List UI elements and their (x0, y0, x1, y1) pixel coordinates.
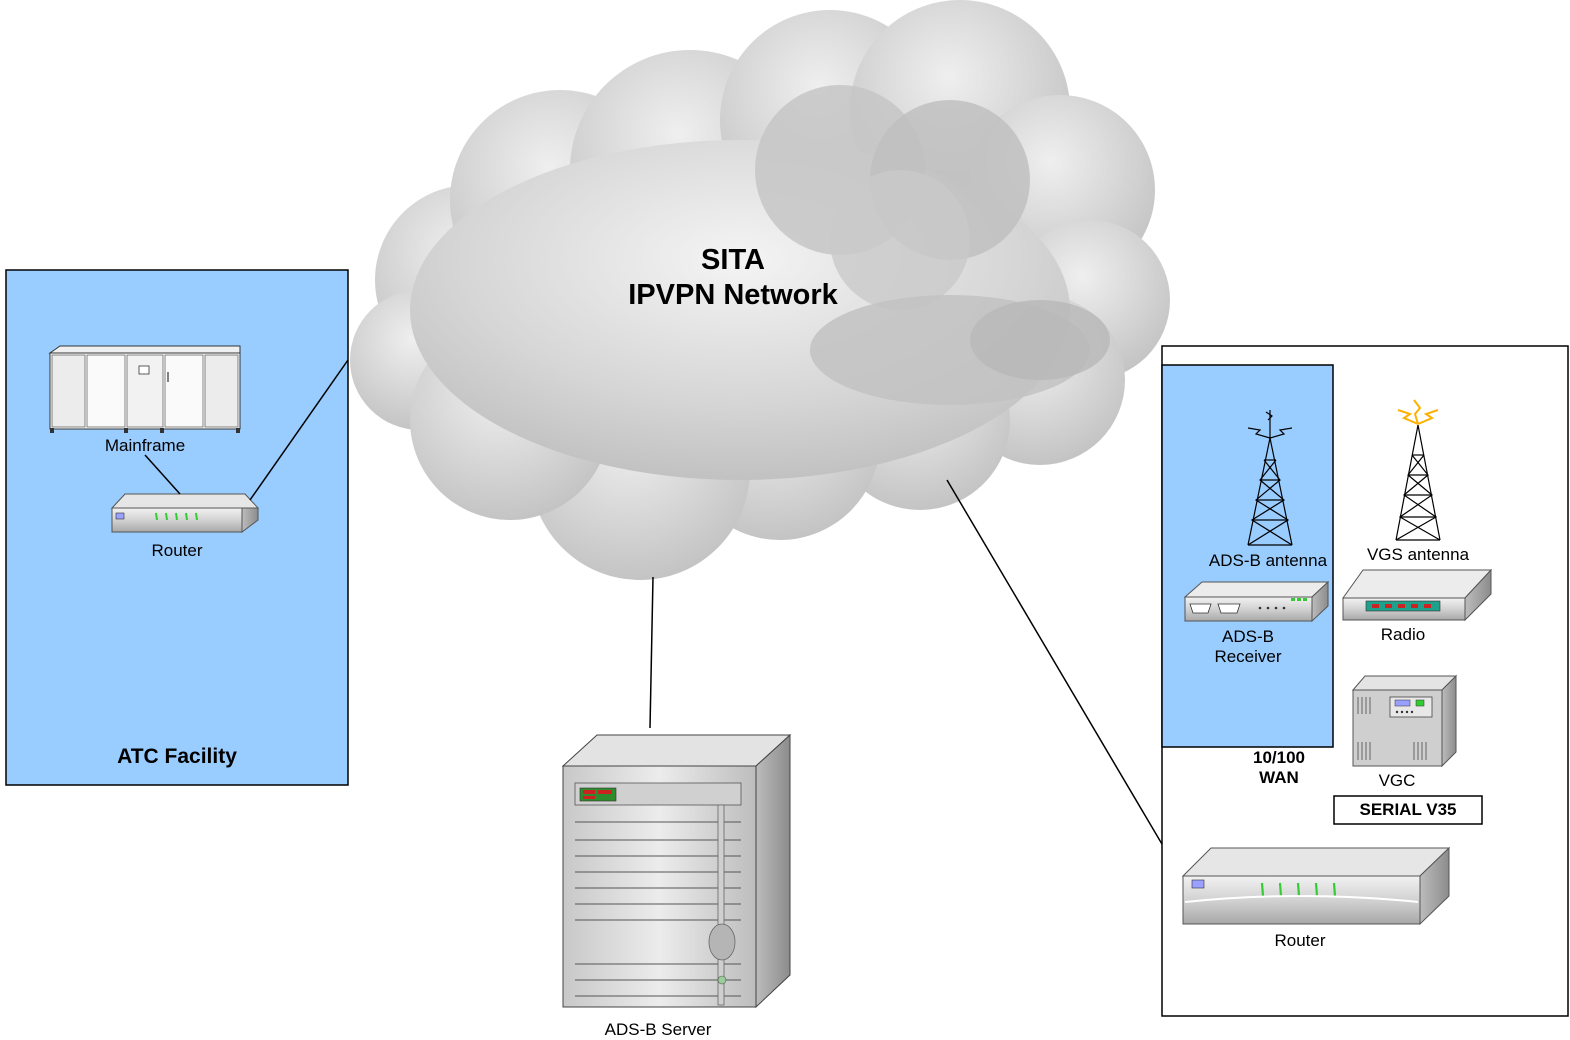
mainframe-icon (48, 345, 241, 433)
cloud-title-line1: SITA (701, 244, 765, 276)
wan-label-line1: 10/100 (1253, 748, 1305, 767)
wan-label-line2: WAN (1259, 768, 1299, 787)
serial-v35-label: SERIAL V35 (1359, 800, 1456, 819)
vgc-icon (1351, 674, 1458, 768)
adsb-server-icon (561, 733, 792, 1009)
mainframe-router-link (144, 454, 181, 495)
sita-cloud-icon (350, 0, 1170, 580)
cloud-server-link (649, 576, 654, 729)
vgc-label: VGC (1379, 771, 1416, 790)
vgs-antenna-tower-icon (1395, 399, 1441, 541)
radio-icon (1342, 568, 1493, 622)
adsb-server-label: ADS-B Server (605, 1020, 712, 1039)
adsb-receiver-label-line1: ADS-B (1222, 627, 1274, 646)
remote-router-icon (1181, 846, 1451, 926)
atc-facility-title: ATC Facility (117, 745, 237, 768)
cloud-title-line2: IPVPN Network (628, 279, 838, 311)
cloud-remote-router-link (946, 479, 1183, 879)
atc-router-label: Router (151, 541, 202, 560)
adsb-receiver-icon (1183, 580, 1330, 623)
adsb-antenna-tower-icon (1247, 410, 1293, 546)
mainframe-label: Mainframe (105, 436, 185, 455)
adsb-antenna-label: ADS-B antenna (1209, 551, 1328, 570)
serial-v35-box (1333, 795, 1483, 825)
vgs-antenna-label: VGS antenna (1367, 545, 1470, 564)
radio-label: Radio (1381, 625, 1425, 644)
remote-router-label: Router (1274, 931, 1325, 950)
atc-router-cloud-link (249, 359, 349, 501)
adsb-sub-panel (1161, 364, 1334, 748)
atc-router-icon (110, 493, 260, 533)
adsb-receiver-label-line2: Receiver (1214, 647, 1281, 666)
